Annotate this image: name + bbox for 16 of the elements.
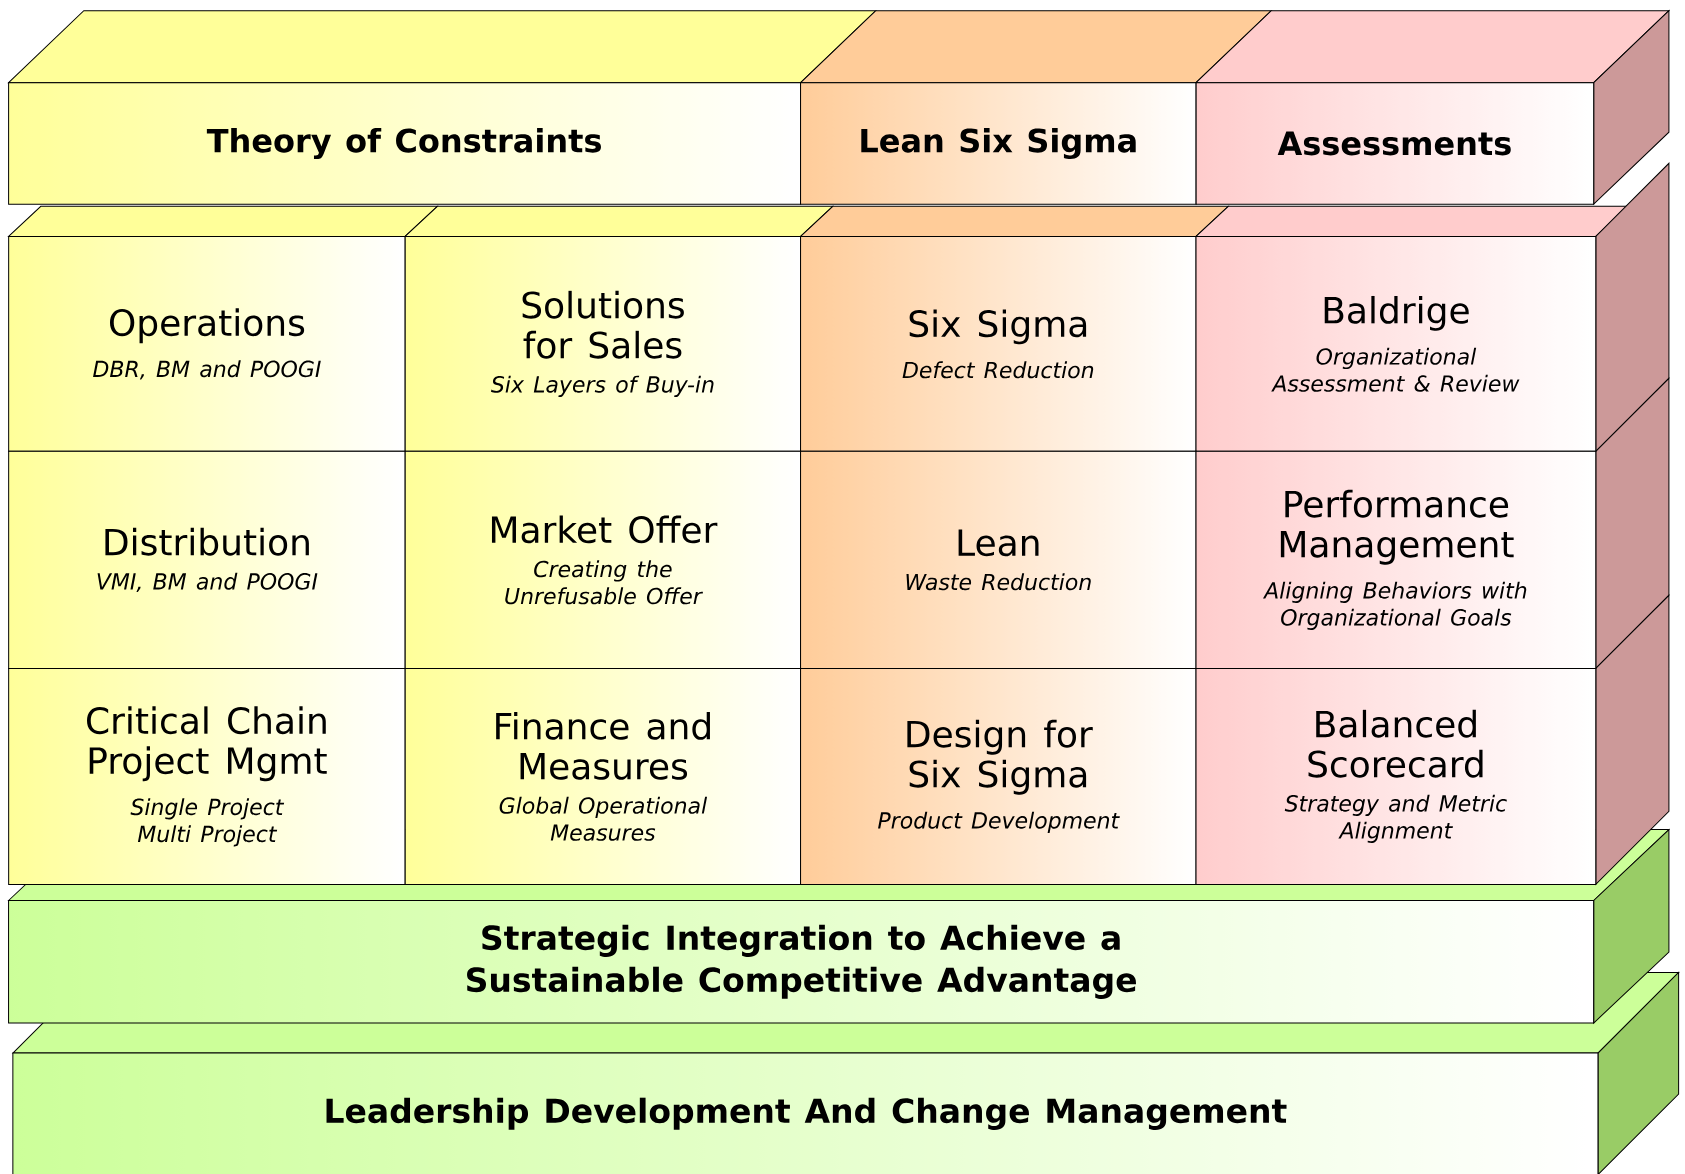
header-box: Lean Six Sigma [800, 82, 1197, 205]
module-box: Operations DBR, BM and POOGI [8, 235, 406, 452]
header-box: Assessments [1195, 82, 1595, 205]
module-box: Baldrige Organizational Assessment & Review [1195, 235, 1597, 452]
foundation-band: Strategic Integration to Achieve a Sustainable Competitive Advantage [8, 900, 1595, 1024]
module-box: Performance Management Aligning Behaviors with Organizational Goals [1195, 450, 1597, 669]
module-box: Finance and Measures Global Operational Measures [404, 667, 802, 885]
foundation-band: Leadership Development And Change Management [12, 1052, 1599, 1174]
module-box: Lean Waste Reduction [800, 450, 1197, 669]
module-box: Design for Six Sigma Product Development [800, 667, 1197, 885]
module-box: Six Sigma Defect Reduction [800, 235, 1197, 452]
module-box: Solutions for Sales Six Layers of Buy-in [404, 235, 802, 452]
module-box: Critical Chain Project Mgmt Single Project Multi Project [8, 667, 406, 885]
module-box: Market Offer Creating the Unrefusable Offer [404, 450, 802, 669]
module-box: Distribution VMI, BM and POOGI [8, 450, 406, 669]
module-box: Balanced Scorecard Strategy and Metric Alignment [1195, 667, 1597, 885]
